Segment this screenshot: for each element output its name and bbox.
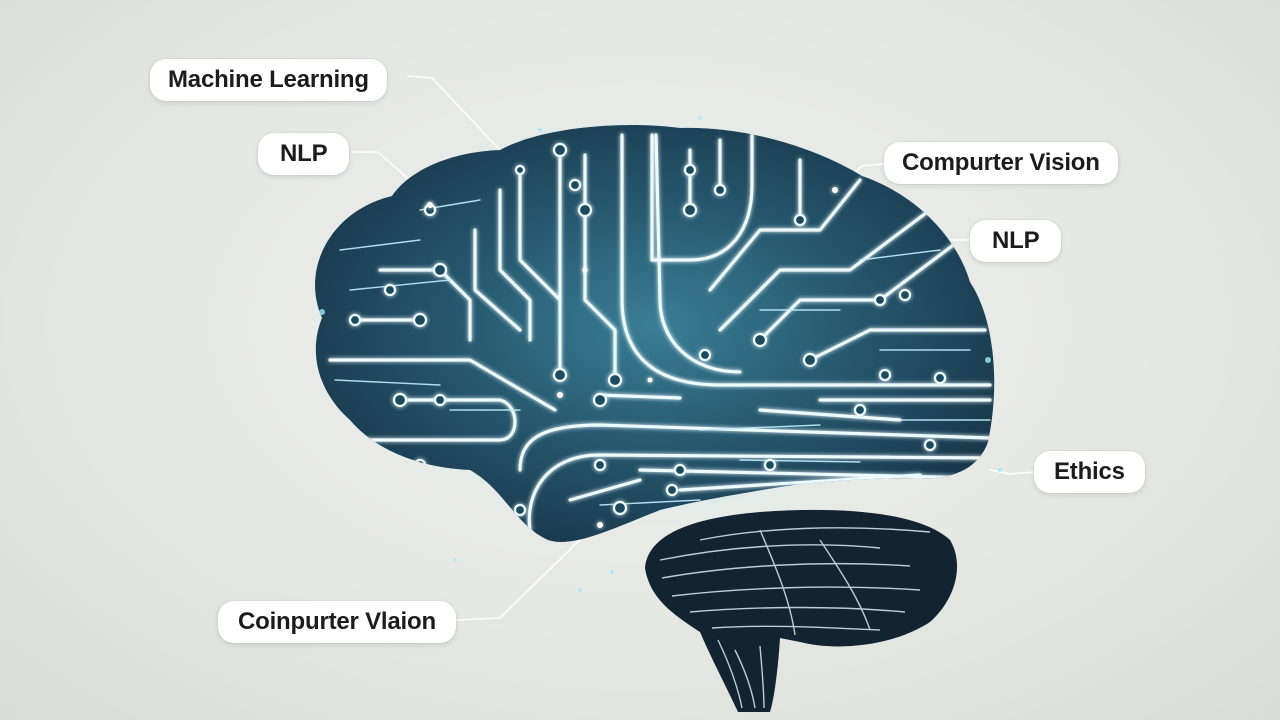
particles (319, 116, 1002, 592)
cerebellum (645, 509, 958, 712)
label-computer-vision-left: Coinpurter Vlaion (218, 601, 456, 643)
label-nlp-right: NLP (970, 220, 1062, 262)
connector-cv-left (455, 529, 591, 621)
label-ethics: Ethics (1034, 451, 1145, 493)
label-nlp-left: NLP (258, 133, 350, 175)
connector-ml (407, 75, 501, 151)
label-computer-vision-right: Compurter Vision (884, 142, 1118, 184)
cerebrum (315, 124, 995, 542)
connector-ethics (989, 469, 1035, 475)
label-machine-learning: Machine Learning (150, 59, 387, 101)
circuit-traces (328, 133, 992, 532)
